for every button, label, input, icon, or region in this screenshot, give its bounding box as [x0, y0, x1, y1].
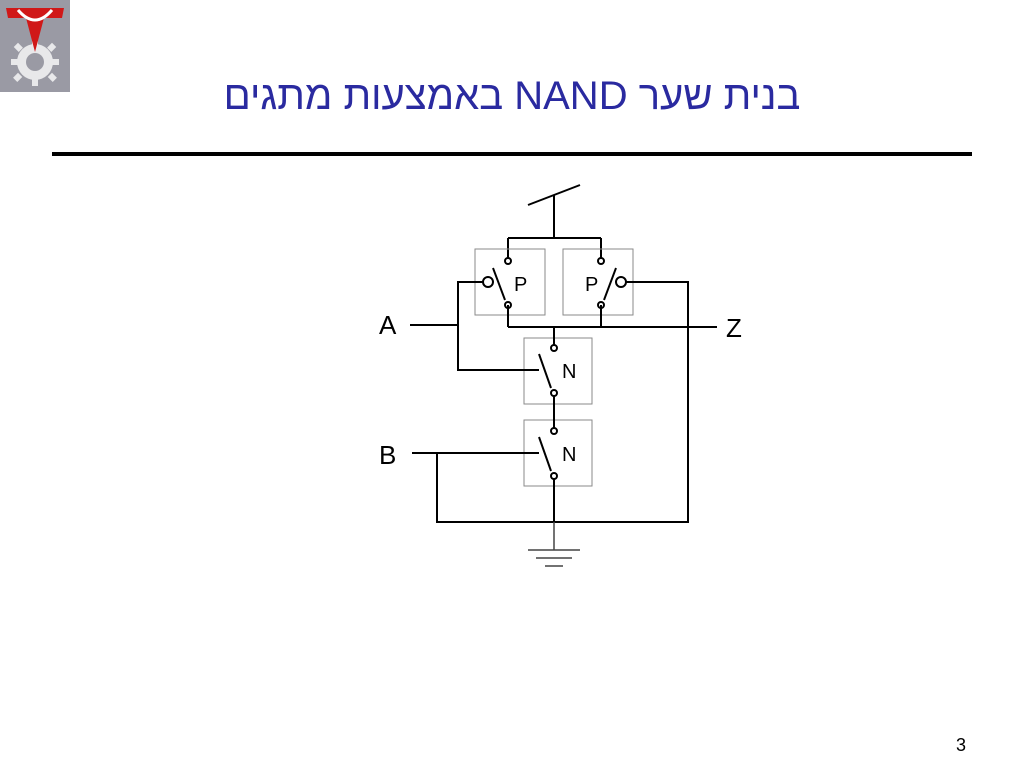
output-z-label: Z	[726, 313, 742, 343]
technion-logo-icon	[0, 0, 70, 92]
ground-symbol	[528, 522, 580, 567]
switch-label-n1: N	[562, 361, 576, 383]
input-b-label: B	[379, 440, 396, 470]
p-switch-2	[597, 257, 627, 327]
n-switch-1	[538, 344, 558, 428]
output-wires	[508, 326, 717, 345]
input-b-wires	[412, 281, 689, 523]
n-switch-2	[538, 427, 558, 522]
title-divider	[52, 152, 972, 156]
vdd-symbol	[507, 184, 602, 259]
p-switch-1	[482, 257, 512, 327]
input-a-label: A	[379, 310, 397, 340]
input-a-wires	[410, 281, 539, 371]
switch-label-p1: P	[514, 274, 527, 296]
page-number: 3	[955, 735, 966, 755]
switch-label-p2: P	[585, 274, 598, 296]
page-title: בנית שער NAND באמצעות מתגים	[223, 74, 801, 118]
switch-label-n2: N	[562, 444, 576, 466]
